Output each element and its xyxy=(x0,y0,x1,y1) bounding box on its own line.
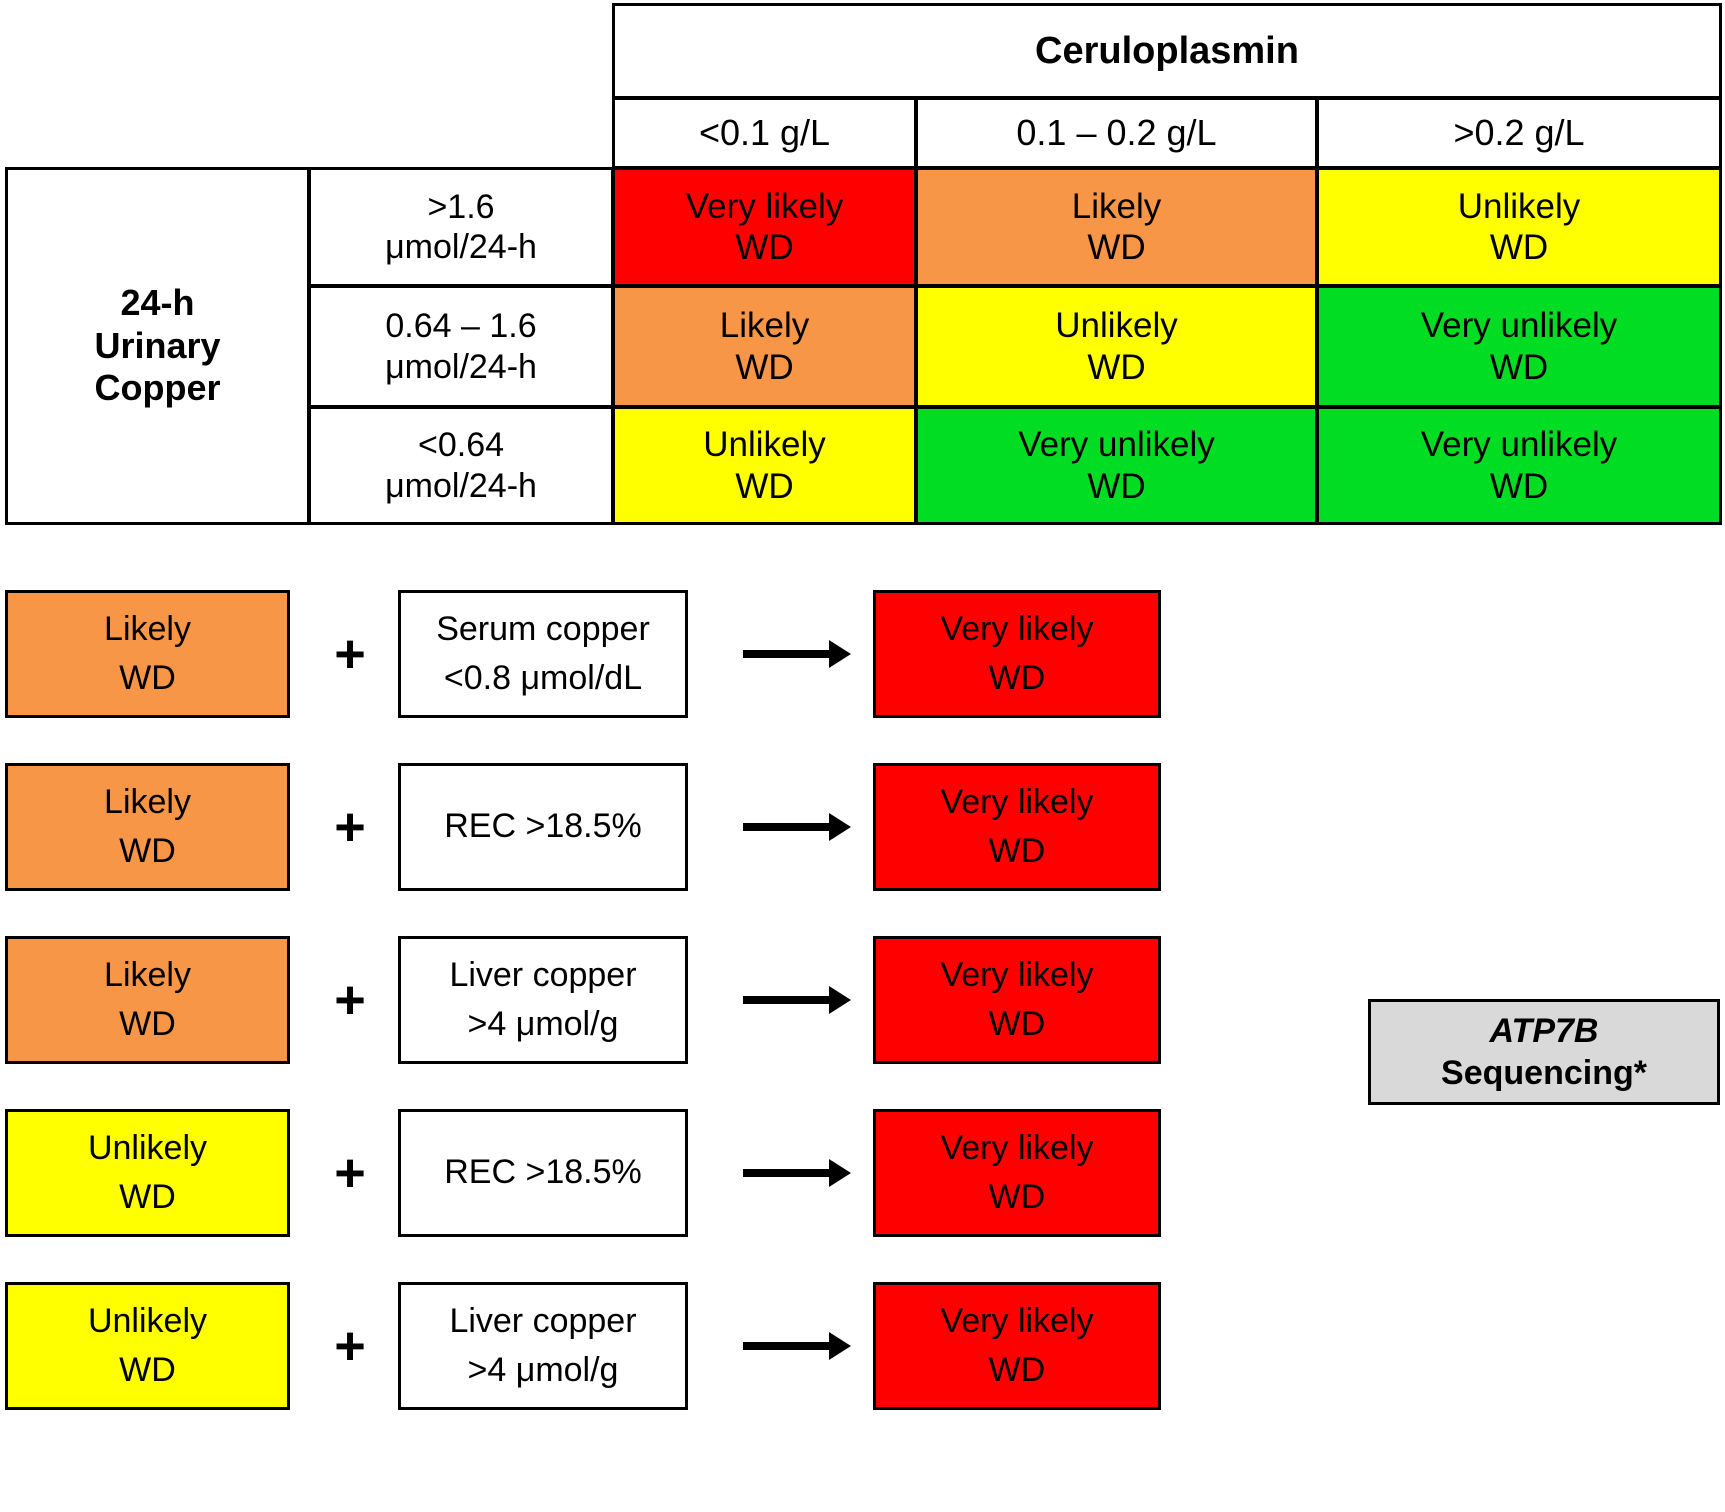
matrix-cell-r1c1: Unlikely WD xyxy=(915,285,1318,408)
flow-row-0-verdict-box: Likely WD xyxy=(5,590,290,718)
flow-row-2-test-box: Liver copper >4 μmol/g xyxy=(398,936,688,1064)
sequencing-label: Sequencing* xyxy=(1441,1054,1647,1092)
matrix-column-group-header: Ceruloplasmin xyxy=(612,3,1722,99)
matrix-cell-r0c2: Unlikely WD xyxy=(1316,167,1722,287)
plus-icon: + xyxy=(334,1143,366,1203)
flow-row-1-verdict-box: Likely WD xyxy=(5,763,290,891)
arrow-right-icon xyxy=(722,1282,852,1410)
arrow-shaft xyxy=(743,1159,851,1187)
matrix-cell-r0c0: Very likely WD xyxy=(612,167,917,287)
matrix-row-group-header: 24-h Urinary Copper xyxy=(5,167,310,525)
flow-row-3-test-box: REC >18.5% xyxy=(398,1109,688,1237)
arrow-shaft xyxy=(743,986,851,1014)
matrix-cell-r0c1: Likely WD xyxy=(915,167,1318,287)
plus-icon: + xyxy=(334,1316,366,1376)
matrix-cell-r2c0: Unlikely WD xyxy=(612,406,917,525)
matrix-row-header-1: 0.64 – 1.6 μmol/24-h xyxy=(308,285,614,408)
flow-row-0-test-box: Serum copper <0.8 μmol/dL xyxy=(398,590,688,718)
flow-row-0-result-box: Very likely WD xyxy=(873,590,1161,718)
matrix-cell-r2c1: Very unlikely WD xyxy=(915,406,1318,525)
matrix-cell-r2c2: Very unlikely WD xyxy=(1316,406,1722,525)
wd-likelihood-matrix: Ceruloplasmin <0.1 g/L 0.1 – 0.2 g/L >0.… xyxy=(0,0,1725,530)
atp7b-sequencing-box: ATP7B Sequencing* xyxy=(1368,999,1720,1105)
flow-row-0: Likely WD + Serum copper <0.8 μmol/dL Ve… xyxy=(0,590,1725,718)
flow-row-2-verdict-box: Likely WD xyxy=(5,936,290,1064)
arrow-shaft xyxy=(743,813,851,841)
flow-row-3-result-box: Very likely WD xyxy=(873,1109,1161,1237)
flow-row-1-test-box: REC >18.5% xyxy=(398,763,688,891)
arrow-right-icon xyxy=(722,590,852,718)
flow-row-3-verdict-box: Unlikely WD xyxy=(5,1109,290,1237)
matrix-cell-r1c2: Very unlikely WD xyxy=(1316,285,1722,408)
matrix-cell-r1c0: Likely WD xyxy=(612,285,917,408)
flow-row-1-result-box: Very likely WD xyxy=(873,763,1161,891)
arrow-shaft xyxy=(743,1332,851,1360)
flow-row-1: Likely WD + REC >18.5% Very likely WD xyxy=(0,763,1725,891)
flow-row-4: Unlikely WD + Liver copper >4 μmol/g Ver… xyxy=(0,1282,1725,1410)
arrow-shaft xyxy=(743,640,851,668)
plus-icon: + xyxy=(334,624,366,684)
flow-row-4-test-box: Liver copper >4 μmol/g xyxy=(398,1282,688,1410)
flow-row-4-verdict-box: Unlikely WD xyxy=(5,1282,290,1410)
flow-row-3: Unlikely WD + REC >18.5% Very likely WD xyxy=(0,1109,1725,1237)
plus-icon: + xyxy=(334,797,366,857)
flow-row-4-result-box: Very likely WD xyxy=(873,1282,1161,1410)
flow-row-2: Likely WD + Liver copper >4 μmol/g Very … xyxy=(0,936,1725,1064)
arrow-right-icon xyxy=(722,1109,852,1237)
gene-name: ATP7B xyxy=(1489,1011,1599,1050)
flow-row-2-result-box: Very likely WD xyxy=(873,936,1161,1064)
arrow-right-icon xyxy=(722,936,852,1064)
matrix-row-header-2: <0.64 μmol/24-h xyxy=(308,406,614,525)
arrow-right-icon xyxy=(722,763,852,891)
plus-icon: + xyxy=(334,970,366,1030)
matrix-column-header-0: <0.1 g/L xyxy=(612,97,917,169)
matrix-column-header-2: >0.2 g/L xyxy=(1316,97,1722,169)
matrix-column-header-1: 0.1 – 0.2 g/L xyxy=(915,97,1318,169)
diagnostic-upgrade-flow: Likely WD + Serum copper <0.8 μmol/dL Ve… xyxy=(0,560,1725,1512)
matrix-row-header-0: >1.6 μmol/24-h xyxy=(308,167,614,287)
